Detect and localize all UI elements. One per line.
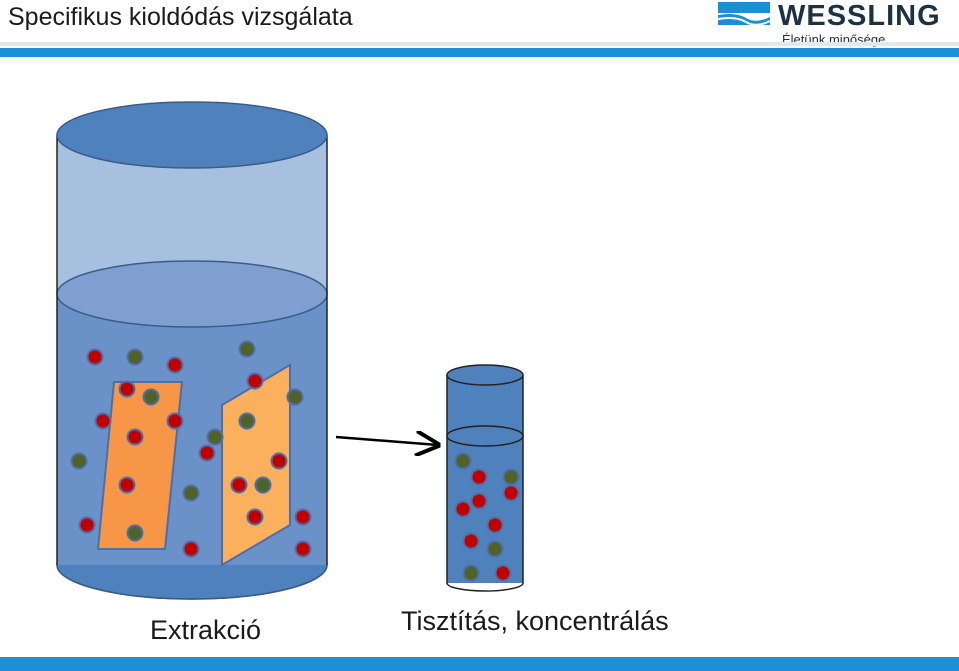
green-particle [142,388,160,406]
red-particle [166,356,184,374]
header-accent-bar [0,48,959,57]
red-particle [294,508,312,526]
concentration-tube [446,364,524,592]
header-divider [0,42,959,46]
purification-caption: Tisztítás, koncentrálás [401,606,669,636]
green-particle [454,452,472,470]
red-particle [294,540,312,558]
extraction-caption: Extrakció [150,615,262,645]
red-particle [230,476,248,494]
tube-top [446,364,524,386]
red-particle [454,500,472,518]
green-particle [206,428,224,446]
red-particle [118,476,136,494]
green-particle [126,348,144,366]
red-particle [166,412,184,430]
green-particle [486,540,504,558]
red-particle [182,540,200,558]
green-particle [254,476,272,494]
red-particle [270,452,288,470]
page-title: Specifikus kioldódás vizsgálata [8,3,353,31]
red-particle [470,468,488,486]
red-particle [494,564,512,582]
red-particle [198,444,216,462]
red-particle [246,508,264,526]
process-arrow [335,437,438,445]
green-particle [462,564,480,582]
red-particle [86,348,104,366]
green-particle [70,452,88,470]
vessel-top [56,101,328,169]
red-particle [78,516,96,534]
red-particle [486,516,504,534]
red-particle [462,532,480,550]
red-particle [126,428,144,446]
green-particle [286,388,304,406]
liquid-surface [56,260,328,328]
wessling-wave-icon [718,2,771,26]
green-particle [502,468,520,486]
red-particle [246,372,264,390]
sample-piece-left [96,381,184,550]
green-particle [182,484,200,502]
red-particle [502,484,520,502]
sample-piece-right [221,363,291,567]
extraction-particles [70,340,312,558]
tube-liquid-surface [446,425,524,447]
logo-name: WESSLING [778,0,941,32]
footer-accent-bar [0,657,959,671]
green-particle [238,412,256,430]
red-particle [118,380,136,398]
green-particle [126,524,144,542]
green-particle [238,340,256,358]
extraction-vessel [56,101,328,600]
red-particle [470,492,488,510]
red-particle [94,412,112,430]
concentrated-particles [454,452,520,582]
